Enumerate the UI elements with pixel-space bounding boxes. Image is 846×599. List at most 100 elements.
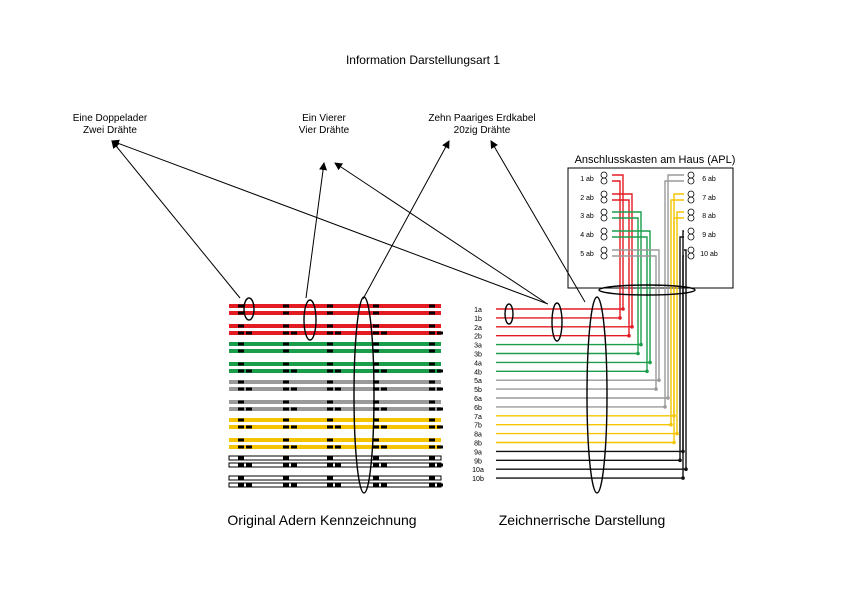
highlight-ellipse bbox=[353, 296, 375, 494]
apl-wire-routes bbox=[612, 174, 687, 479]
ring-mark bbox=[283, 331, 289, 335]
annotation-arrow bbox=[111, 140, 241, 299]
ring-mark bbox=[373, 380, 379, 384]
ring-mark bbox=[238, 387, 244, 391]
ring-mark bbox=[429, 362, 435, 366]
ring-mark bbox=[429, 418, 435, 422]
ring-mark bbox=[238, 362, 244, 366]
ring-mark bbox=[429, 324, 435, 328]
ring-mark bbox=[246, 369, 252, 373]
ring-mark bbox=[373, 349, 379, 353]
ring-mark bbox=[437, 387, 443, 391]
ring-mark bbox=[381, 483, 387, 487]
ring-mark bbox=[238, 311, 244, 315]
ring-mark bbox=[429, 304, 435, 308]
page-title: Information Darstellungsart 1 bbox=[346, 53, 500, 67]
highlight-ellipse bbox=[586, 296, 608, 494]
ring-mark bbox=[246, 425, 252, 429]
wire-joint bbox=[648, 360, 652, 365]
ring-mark bbox=[246, 463, 252, 467]
wire-label: 1a bbox=[474, 307, 482, 314]
ring-mark bbox=[283, 438, 289, 442]
ring-mark bbox=[238, 476, 244, 480]
apl-route bbox=[612, 174, 624, 309]
wire-joint bbox=[657, 378, 661, 383]
ring-mark bbox=[291, 369, 297, 373]
apl-route bbox=[664, 180, 684, 407]
terminal-label: 1 ab bbox=[580, 176, 594, 183]
terminal-label: 7 ab bbox=[702, 195, 716, 202]
ring-mark bbox=[246, 407, 252, 411]
wire-joint bbox=[636, 351, 640, 356]
apl-route bbox=[612, 199, 630, 336]
ring-mark bbox=[327, 304, 333, 308]
ring-mark bbox=[327, 311, 333, 315]
wire-label: 10a bbox=[472, 467, 484, 474]
apl-route bbox=[682, 255, 684, 479]
ring-mark bbox=[283, 483, 289, 487]
ring-mark bbox=[373, 400, 379, 404]
terminal-screw bbox=[687, 208, 695, 216]
ring-mark bbox=[238, 483, 244, 487]
wire-joint bbox=[654, 387, 658, 391]
highlight-ellipse bbox=[303, 299, 317, 341]
terminal-screw bbox=[600, 177, 608, 185]
ring-mark bbox=[238, 463, 244, 467]
terminal-screw bbox=[687, 233, 695, 241]
cable-wire-white bbox=[228, 475, 442, 481]
ring-mark bbox=[283, 369, 289, 373]
ring-mark bbox=[437, 483, 443, 487]
ring-mark bbox=[429, 425, 435, 429]
wire-label: 1b bbox=[474, 316, 482, 323]
wire-label: 7b bbox=[474, 423, 482, 430]
wire-label: 6b bbox=[474, 405, 482, 412]
terminal-screw bbox=[687, 227, 695, 235]
ring-mark bbox=[283, 380, 289, 384]
annotation-arrow bbox=[490, 140, 586, 303]
schematic-wires: 1a1b2a2b3a3b4a4b5a5b6a6b7a7b8a8b9a9b10a1… bbox=[472, 307, 688, 483]
apl-route bbox=[612, 236, 648, 372]
terminal-screw bbox=[600, 214, 608, 222]
wire-label: 4b bbox=[474, 369, 482, 376]
ring-mark bbox=[335, 369, 341, 373]
ring-mark bbox=[373, 342, 379, 346]
ring-mark bbox=[238, 369, 244, 373]
terminal-screw bbox=[600, 190, 608, 198]
ring-mark bbox=[429, 407, 435, 411]
ring-mark bbox=[327, 342, 333, 346]
terminal-screw bbox=[600, 208, 608, 216]
ring-mark bbox=[437, 407, 443, 411]
ring-mark bbox=[327, 418, 333, 422]
wire-joint bbox=[681, 449, 685, 454]
apl-route bbox=[612, 217, 639, 354]
ring-mark bbox=[373, 331, 379, 335]
ring-mark bbox=[373, 438, 379, 442]
ring-mark bbox=[238, 407, 244, 411]
ring-mark bbox=[437, 331, 443, 335]
ring-mark bbox=[327, 463, 333, 467]
highlight-ellipse bbox=[504, 303, 514, 325]
ring-mark bbox=[327, 483, 333, 487]
ring-mark bbox=[327, 349, 333, 353]
label-doppelader-2: Zwei Drähte bbox=[83, 125, 137, 136]
ring-mark bbox=[373, 369, 379, 373]
ring-mark bbox=[429, 483, 435, 487]
label-vierer-2: Vier Drähte bbox=[299, 125, 350, 136]
terminal-label: 6 ab bbox=[702, 176, 716, 183]
ring-mark bbox=[429, 331, 435, 335]
annotation-arrows bbox=[111, 139, 586, 305]
ring-mark bbox=[381, 331, 387, 335]
ring-mark bbox=[327, 425, 333, 429]
ring-mark bbox=[291, 331, 297, 335]
apl-route bbox=[612, 193, 633, 327]
ring-mark bbox=[238, 324, 244, 328]
ring-mark bbox=[327, 456, 333, 460]
ring-mark bbox=[246, 445, 252, 449]
ring-mark bbox=[327, 400, 333, 404]
ring-mark bbox=[291, 407, 297, 411]
ring-mark bbox=[327, 445, 333, 449]
wire-label: 4a bbox=[474, 360, 482, 367]
ring-mark bbox=[429, 400, 435, 404]
